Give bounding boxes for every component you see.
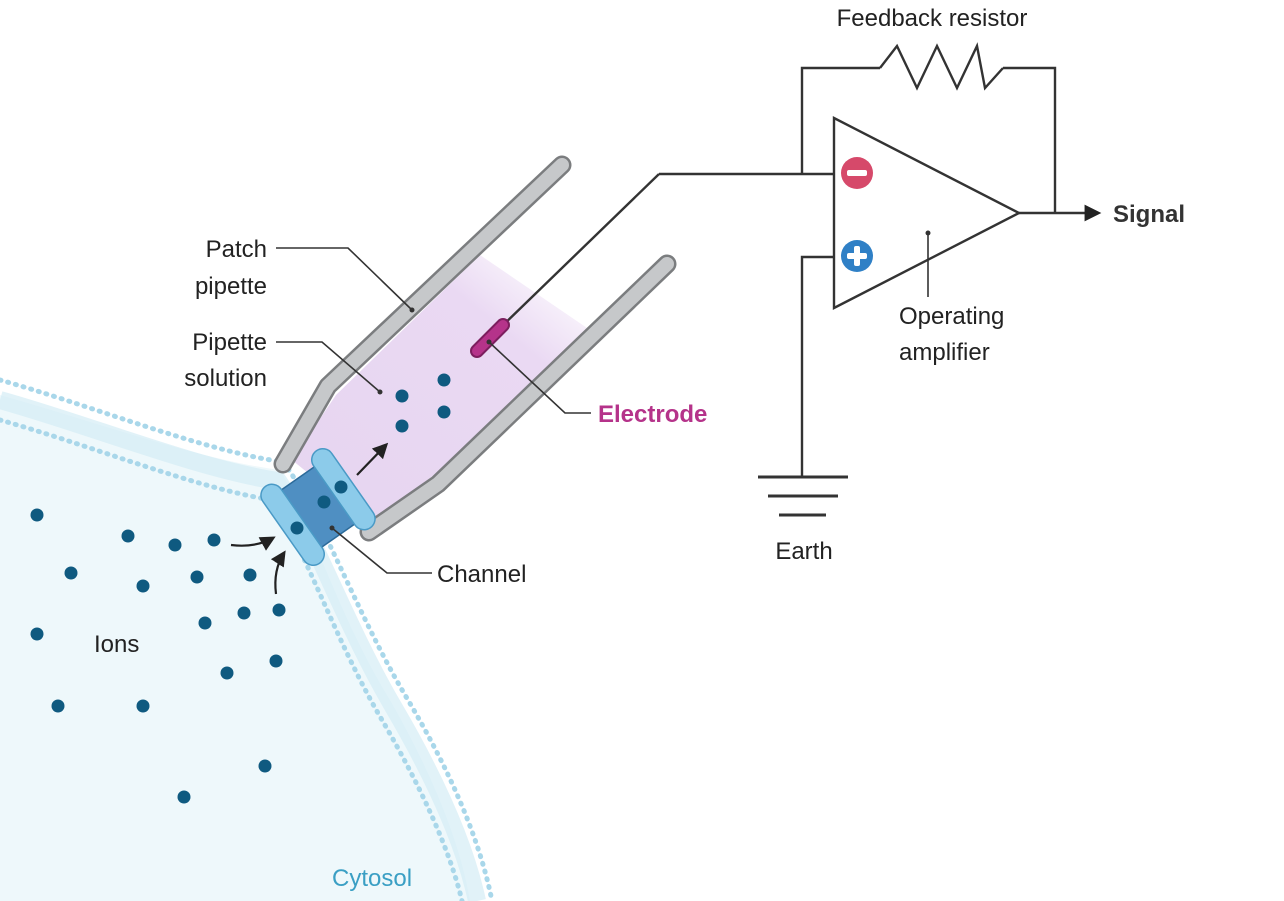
ion [269, 654, 283, 668]
cytosol-area [0, 395, 470, 901]
feedback-loop-left [800, 66, 880, 174]
ground-symbol-icon [758, 475, 848, 517]
ion [198, 616, 212, 630]
ion [177, 790, 191, 804]
pipette-solution-fill [292, 255, 590, 525]
pipette-solution-leader [276, 341, 381, 393]
electrode-wire [496, 173, 660, 332]
plus-circle-icon [841, 240, 873, 272]
patch-pipette[interactable] [273, 155, 677, 542]
ions-label: Ions [94, 631, 139, 658]
signal-label: Signal [1113, 201, 1185, 228]
ion [243, 568, 257, 582]
electrode-leader [488, 341, 591, 414]
ion [190, 570, 204, 584]
cytosol-label: Cytosol [332, 865, 412, 892]
ion [437, 405, 451, 419]
ion [64, 566, 78, 580]
ion [258, 759, 272, 773]
ion [51, 699, 65, 713]
feedback-resistor-label: Feedback resistor [837, 5, 1028, 32]
ion [334, 480, 348, 494]
ion [136, 579, 150, 593]
op-amp-triangle [832, 116, 1022, 310]
ion [121, 529, 135, 543]
ion [220, 666, 234, 680]
minus-circle-icon [841, 157, 873, 189]
resistor-zigzag-icon [879, 42, 1004, 91]
operating-amplifier-label-line1: Operating [899, 303, 1004, 330]
amplifier-circuit [659, 42, 1102, 517]
ion [136, 699, 150, 713]
ion-flow-arrow [356, 442, 389, 476]
ion [237, 606, 251, 620]
channel-leader [331, 527, 432, 574]
ion [317, 495, 331, 509]
feedback-loop-right [1003, 66, 1057, 213]
ion [272, 603, 286, 617]
electrode-label: Electrode [598, 401, 707, 428]
patch-pipette-label-line1: Patch [206, 236, 267, 263]
pipette-solution-label-line1: Pipette [192, 329, 267, 356]
ground-wire [800, 255, 834, 476]
ion [437, 373, 451, 387]
ions-group [30, 373, 451, 804]
channel-label: Channel [437, 561, 526, 588]
ion [168, 538, 182, 552]
ion-flow-arrow [270, 550, 286, 595]
ion [207, 533, 221, 547]
cell-membrane-inner [0, 417, 465, 901]
ion [290, 521, 304, 535]
ion-flow-arrow [230, 536, 276, 551]
cell-membrane-outer [0, 377, 495, 901]
patch-pipette-label-line2: pipette [195, 273, 267, 300]
patch-pipette-leader [276, 247, 413, 311]
ion [30, 508, 44, 522]
ion [395, 389, 409, 403]
ion [30, 627, 44, 641]
earth-label: Earth [775, 538, 832, 565]
pipette-solution-label-line2: solution [184, 365, 267, 392]
operating-amplifier-label-line2: amplifier [899, 339, 990, 366]
ion [395, 419, 409, 433]
